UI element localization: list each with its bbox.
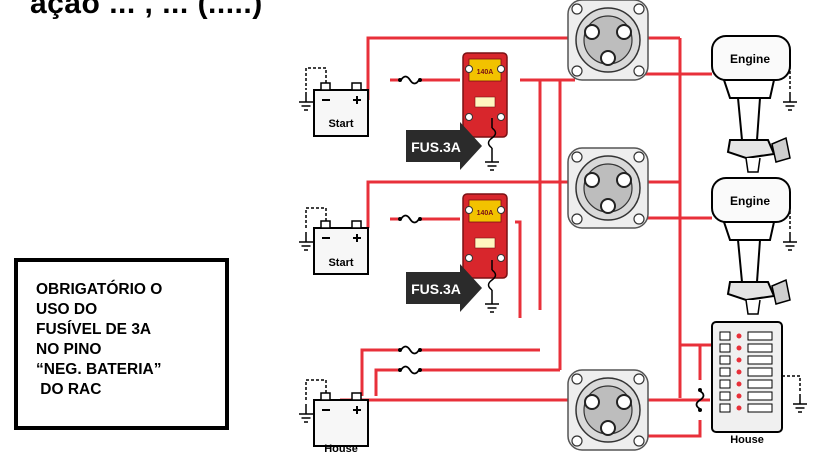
- engine-2: Engine: [711, 177, 791, 315]
- battery-switch-icon: [567, 369, 649, 451]
- rac-module: 140A: [462, 52, 508, 138]
- battery-switch-icon: [567, 147, 649, 229]
- svg-text:FUS.3A: FUS.3A: [411, 139, 461, 155]
- ground-icon: [298, 403, 314, 423]
- svg-text:140A: 140A: [477, 210, 494, 217]
- rac-ground-wire: [487, 118, 497, 294]
- fuse-icon: [397, 214, 423, 224]
- battery-house: House: [313, 392, 369, 455]
- ground-icon: [298, 91, 314, 111]
- svg-text:FUS.3A: FUS.3A: [411, 281, 461, 297]
- battery-start-2: Start: [313, 220, 369, 275]
- fuse-3a-arrow: FUS.3A: [406, 122, 482, 170]
- fuse-icon: [397, 345, 423, 355]
- diagram-title: ação ... , ... (.....): [30, 0, 263, 20]
- svg-text:Engine: Engine: [730, 194, 770, 208]
- ground-icon: [298, 231, 314, 251]
- red-wiring: [340, 36, 712, 438]
- svg-text:140A: 140A: [477, 69, 494, 76]
- svg-text:House: House: [324, 443, 358, 455]
- fuse-3a-arrow: FUS.3A: [406, 264, 482, 312]
- ground-icon: [782, 231, 798, 251]
- battery-start-1: Start: [313, 82, 369, 137]
- ground-icon: [792, 393, 808, 413]
- svg-text:House: House: [730, 434, 764, 446]
- battery-switch-icon: [567, 0, 649, 81]
- engine-1: Engine: [711, 35, 791, 173]
- ground-icon: [484, 293, 500, 313]
- panel-ground-lead: [782, 375, 801, 392]
- rac-module: 140A: [462, 193, 508, 279]
- ground-icon: [782, 91, 798, 111]
- svg-text:Start: Start: [328, 257, 353, 269]
- warning-note-text: OBRIGATÓRIO O USO DO FUSÍVEL DE 3A NO PI…: [36, 281, 163, 398]
- fuse-icon: [397, 365, 423, 375]
- house-panel: House: [711, 321, 783, 446]
- svg-text:Start: Start: [328, 118, 353, 130]
- fuse-icon: [397, 75, 423, 85]
- warning-note-box: OBRIGATÓRIO O USO DO FUSÍVEL DE 3A NO PI…: [14, 258, 229, 430]
- svg-text:Engine: Engine: [730, 52, 770, 66]
- ground-icon: [484, 151, 500, 171]
- battery-ground-lead: [305, 67, 327, 402]
